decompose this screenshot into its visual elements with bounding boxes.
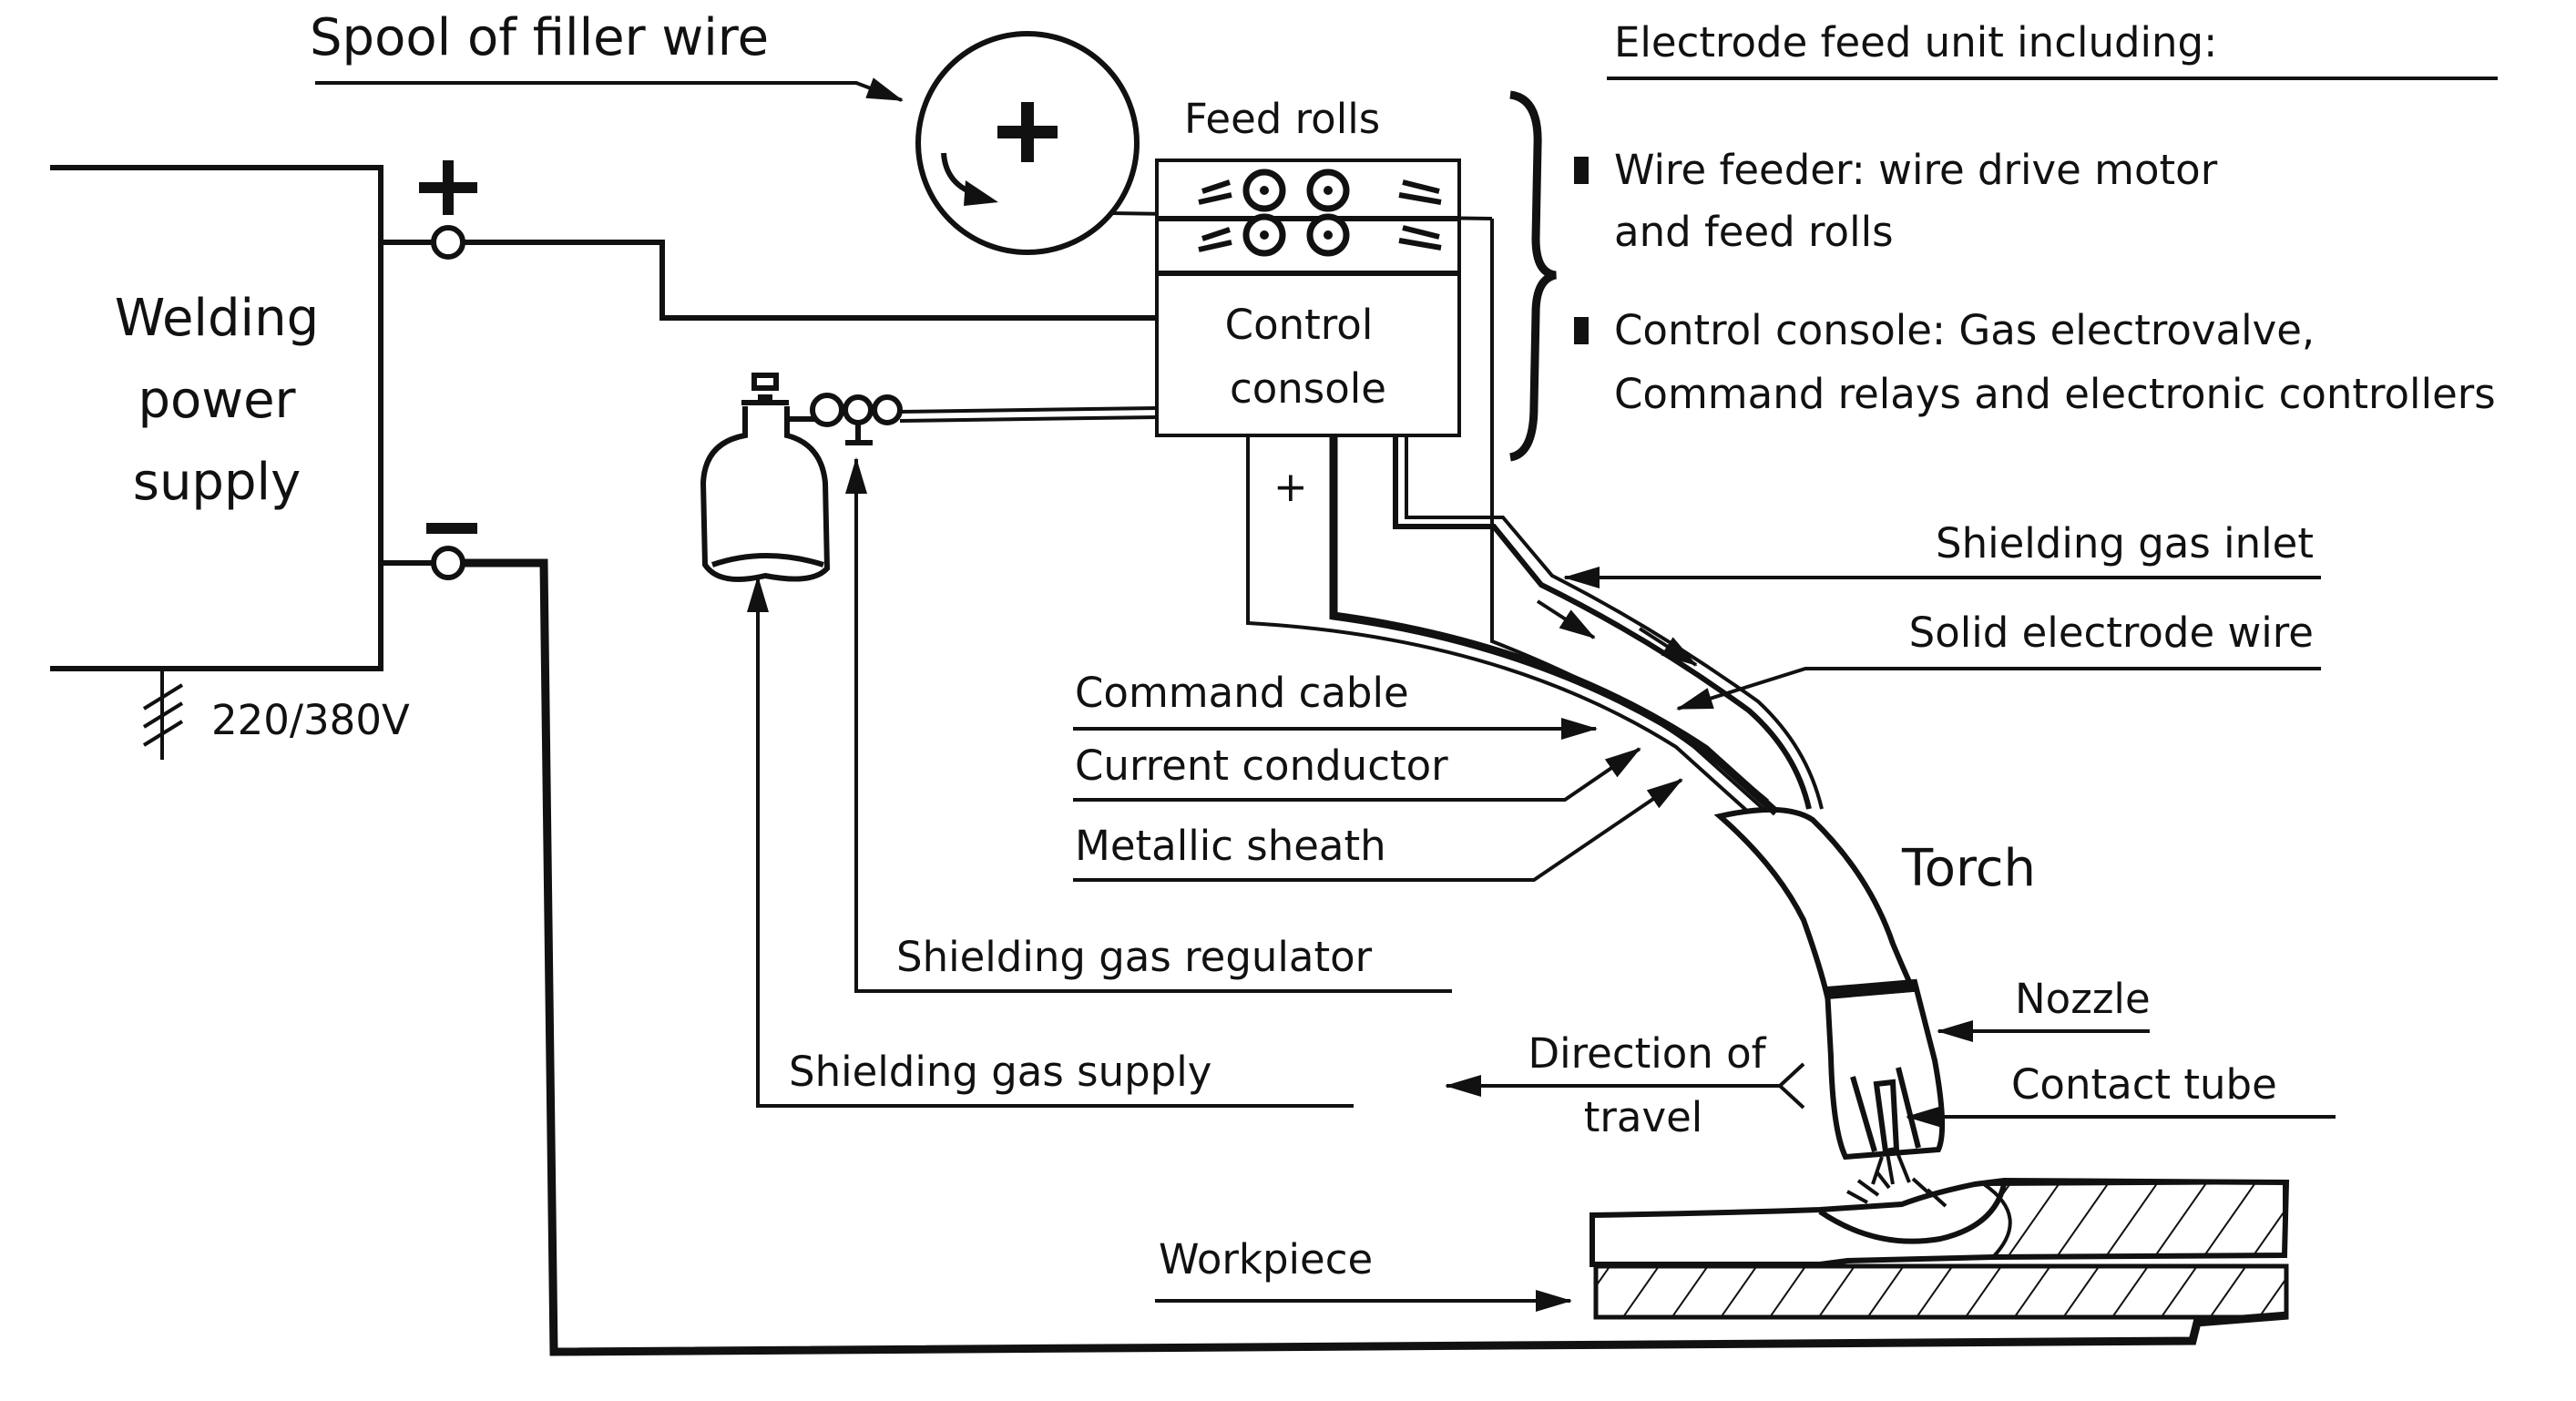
control-console-desc-1: Control console: Gas electrovalve,	[1614, 306, 2315, 354]
gas-hose	[899, 406, 1158, 423]
power-supply-label-3: supply	[133, 453, 301, 512]
negative-terminal	[381, 523, 477, 580]
direction-label-1: Direction of	[1528, 1029, 1767, 1078]
control-console-desc-2: Command relays and electronic controller…	[1614, 370, 2496, 418]
positive-cable	[463, 240, 1163, 321]
feed-unit-heading: Electrode feed unit including:	[1614, 18, 2217, 66]
mains-input: 220/380V	[142, 669, 410, 760]
torch-cable-bundle	[1246, 219, 1824, 816]
workpiece	[1590, 1170, 2290, 1320]
torch-label: Torch	[1901, 839, 2036, 898]
wire-feeder-desc-2: and feed rolls	[1614, 208, 1894, 256]
metallic-sheath-label: Metallic sheath	[1075, 822, 1386, 870]
bullet-control-console	[1574, 317, 1589, 344]
wire-feeder-desc-1: Wire feeder: wire drive motor	[1614, 146, 2218, 194]
gas-cylinder	[700, 373, 831, 582]
control-console-label-1: Control	[1225, 301, 1374, 349]
gas-regulator	[810, 393, 903, 445]
workpiece-label: Workpiece	[1159, 1235, 1373, 1283]
contact-tube-label: Contact tube	[2011, 1060, 2277, 1109]
voltage-label: 220/380V	[211, 696, 410, 744]
feed-rolls-icon	[1198, 169, 1442, 257]
power-supply-label-2: power	[138, 371, 296, 430]
shielding-gas-inlet-label: Shielding gas inlet	[1936, 519, 2314, 568]
wire-spool	[915, 31, 1140, 255]
solid-electrode-wire-label: Solid electrode wire	[1909, 608, 2314, 657]
shielding-gas-supply-label: Shielding gas supply	[789, 1048, 1211, 1096]
positive-mark: +	[1273, 463, 1308, 511]
feed-unit: Feed rolls Control console	[1155, 95, 1461, 437]
feed-unit-brace	[1508, 90, 1558, 462]
direction-label-2: travel	[1584, 1093, 1703, 1141]
power-supply: Welding power supply	[50, 165, 383, 671]
spool-label: Spool of filler wire	[310, 8, 769, 67]
nozzle-label: Nozzle	[2015, 975, 2151, 1023]
current-conductor-label: Current conductor	[1075, 741, 1448, 790]
ground-cable	[463, 558, 2289, 1356]
control-console-label-2: console	[1230, 364, 1386, 413]
feed-rolls-label: Feed rolls	[1184, 95, 1380, 143]
torch	[1713, 806, 1946, 1185]
shielding-gas-regulator-label: Shielding gas regulator	[896, 933, 1373, 981]
command-cable-label: Command cable	[1075, 669, 1409, 717]
bullet-wire-feeder	[1574, 157, 1589, 184]
power-supply-label-1: Welding	[115, 289, 319, 348]
